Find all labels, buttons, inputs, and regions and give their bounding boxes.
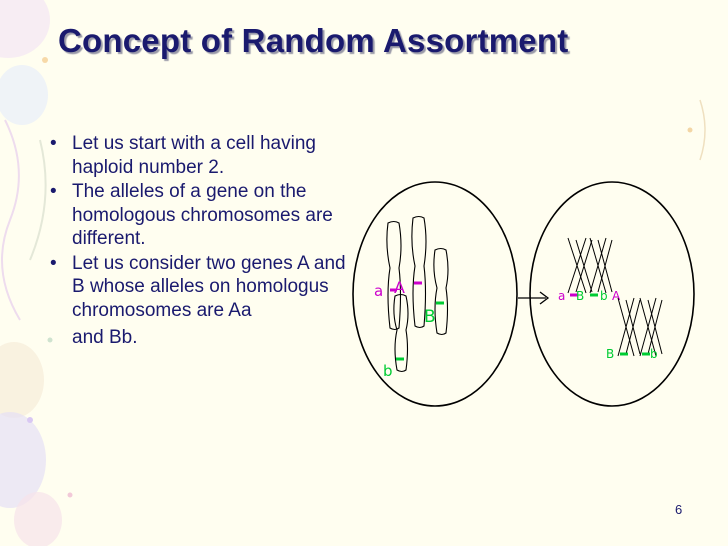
allele-label-b: b xyxy=(383,362,393,380)
paired-chromosomes-lower xyxy=(617,297,663,357)
bullet-text: Let us consider two genes A and B whose … xyxy=(72,252,346,321)
bullet-text: The alleles of a gene on the homologous … xyxy=(72,181,333,249)
bullet-marker: • xyxy=(50,133,57,154)
allele-label-b-right: b xyxy=(600,289,608,303)
bullet-item: • Let us start with a cell having haploi… xyxy=(46,132,351,179)
bullet-item: • Let us consider two genes A and B whos… xyxy=(46,252,351,350)
chromosome-b-lower xyxy=(393,293,409,373)
allele-label-a: a xyxy=(374,282,383,300)
cell-division-diagram: a A B b xyxy=(352,181,695,407)
allele-label-a-right: a xyxy=(558,289,565,303)
chromosome-A-upper xyxy=(411,215,427,329)
bullet-text: Let us start with a cell having haploid … xyxy=(72,133,316,178)
arrow-icon xyxy=(518,291,550,305)
allele-label-B-right: B xyxy=(576,289,584,303)
allele-label-b-lower: b xyxy=(650,347,658,361)
paired-chromosomes-upper xyxy=(567,237,613,297)
slide-title: Concept of Random Assortment xyxy=(58,22,569,59)
allele-label-B: B xyxy=(424,307,436,327)
bullet-list: • Let us start with a cell having haploi… xyxy=(46,132,351,351)
dividing-cell xyxy=(529,181,695,407)
bullet-text-tail: and Bb. xyxy=(72,327,138,348)
allele-label-A: A xyxy=(394,278,405,297)
chromosome-B-upper xyxy=(433,247,449,336)
bullet-marker: • xyxy=(50,181,57,202)
allele-label-B-lower: B xyxy=(606,347,614,361)
allele-label-A-right: A xyxy=(612,289,621,303)
page-number: 6 xyxy=(675,502,683,517)
parent-cell xyxy=(352,181,518,407)
bullet-marker: • xyxy=(50,252,57,274)
chromosome-a-lower xyxy=(386,220,402,331)
bullet-item: • The alleles of a gene on the homologou… xyxy=(46,180,351,251)
